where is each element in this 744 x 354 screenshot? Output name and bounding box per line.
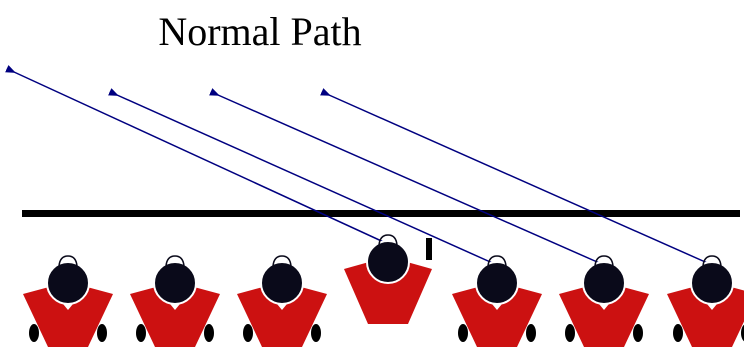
robot-wheel-right bbox=[633, 324, 643, 342]
path-arrow-3 bbox=[218, 95, 604, 265]
path-arrow-2 bbox=[117, 95, 497, 265]
robot-3 bbox=[237, 256, 327, 347]
robot-2 bbox=[130, 256, 220, 347]
robot-head bbox=[154, 262, 196, 304]
robot-head bbox=[47, 262, 89, 304]
robot-wheel-left bbox=[136, 324, 146, 342]
robots-layer bbox=[23, 235, 744, 347]
robot-wheel-right bbox=[204, 324, 214, 342]
path-arrow-4 bbox=[329, 95, 712, 265]
robot-head bbox=[691, 262, 733, 304]
path-arrow-1 bbox=[14, 72, 388, 244]
robot-wheel-right bbox=[526, 324, 536, 342]
robot-wheel-right bbox=[97, 324, 107, 342]
robot-wheel-left bbox=[29, 324, 39, 342]
robot-wheel-left bbox=[673, 324, 683, 342]
robot-marker bbox=[426, 238, 432, 260]
robot-head bbox=[261, 262, 303, 304]
robot-wheel-left bbox=[565, 324, 575, 342]
robot-head bbox=[583, 262, 625, 304]
arrows-layer bbox=[14, 72, 712, 265]
robot-6 bbox=[559, 256, 649, 347]
robot-4 bbox=[344, 235, 432, 324]
robot-7 bbox=[667, 256, 744, 347]
robot-head bbox=[367, 241, 409, 283]
robot-5 bbox=[452, 256, 542, 347]
robot-wheel-left bbox=[243, 324, 253, 342]
robot-1 bbox=[23, 256, 113, 347]
robot-wheel-left bbox=[458, 324, 468, 342]
robot-wheel-right bbox=[311, 324, 321, 342]
robot-head bbox=[476, 262, 518, 304]
